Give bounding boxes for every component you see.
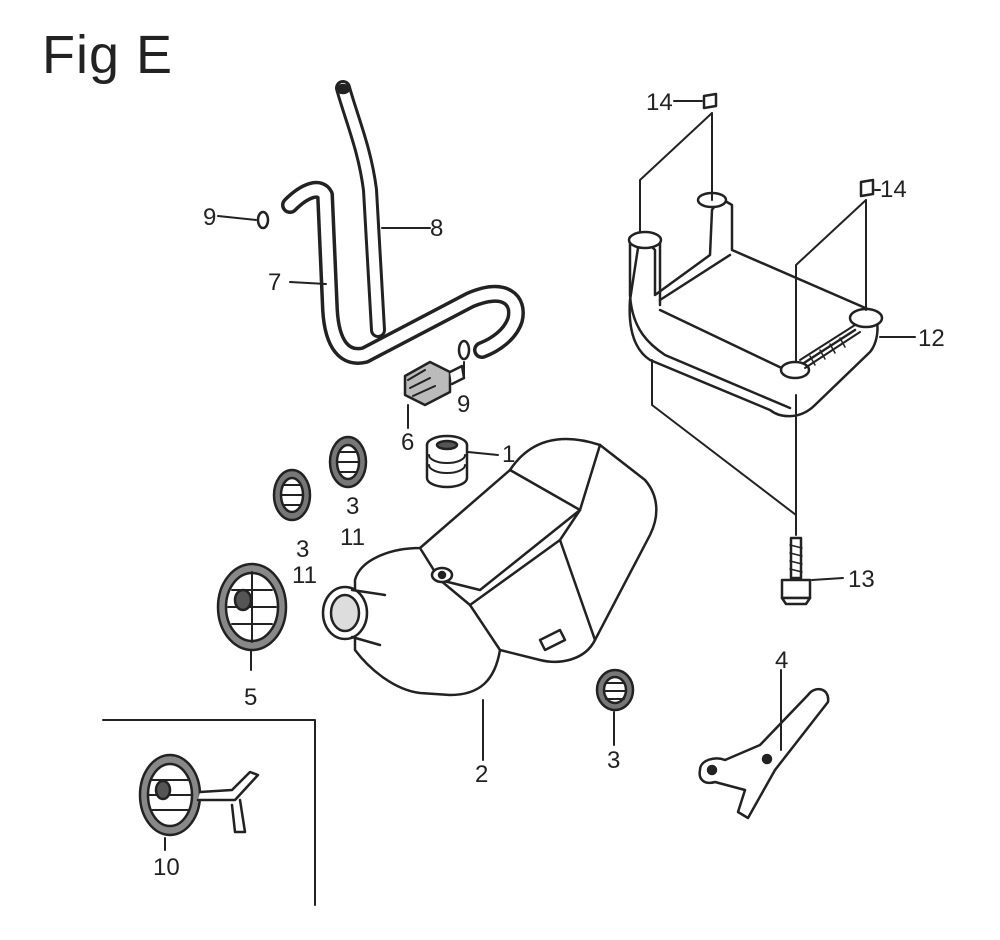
- part-6-fuel-filter: [403, 360, 466, 407]
- part-9-clip-upper: [256, 210, 270, 230]
- callout-3a: 3: [346, 493, 359, 520]
- callout-7: 7: [268, 269, 281, 296]
- callout-9b: 9: [457, 391, 470, 418]
- callout-3c: 3: [607, 747, 620, 774]
- callout-labels: 1 2 3 3 3 4 5 6 7 8 9 9 10 11 11 12 13 1…: [153, 89, 945, 881]
- part-13-bolt: [780, 536, 812, 606]
- part-7-hose: [281, 180, 525, 365]
- callout-14a: 14: [646, 89, 673, 116]
- callout-4: 4: [775, 647, 788, 674]
- callout-5: 5: [244, 684, 257, 711]
- part-3-grommet-c: [595, 668, 635, 712]
- part-5-tank-cap: [216, 562, 288, 652]
- part-2-fuel-tank: [321, 437, 658, 697]
- part-14-cushion-right: [859, 178, 875, 198]
- part-12-bracket: [627, 191, 884, 418]
- callout-10: 10: [153, 854, 180, 881]
- part-10-tank-cap-alt: [102, 719, 316, 906]
- callout-14b: 14: [880, 176, 907, 203]
- leader-lines: [164, 100, 916, 851]
- part-3-grommet-a: [328, 435, 368, 489]
- callout-13: 13: [848, 566, 875, 593]
- callout-9a: 9: [203, 204, 216, 231]
- part-14-cushion-left: [702, 92, 718, 110]
- part-1-grommet: [425, 434, 469, 489]
- callout-11b: 11: [292, 562, 317, 589]
- callout-1: 1: [502, 441, 515, 468]
- callout-12: 12: [918, 325, 945, 352]
- part-4-plate: [698, 687, 830, 820]
- figure-title: Fig E: [42, 25, 174, 85]
- callout-11a: 11: [340, 524, 365, 551]
- part-8-hose: [335, 80, 386, 338]
- part-3-grommet-b: [272, 468, 312, 522]
- callout-3b: 3: [296, 536, 309, 563]
- part-9-clip-lower: [457, 339, 471, 361]
- callout-8: 8: [430, 215, 443, 242]
- callout-6: 6: [401, 429, 414, 456]
- callout-2: 2: [475, 761, 488, 788]
